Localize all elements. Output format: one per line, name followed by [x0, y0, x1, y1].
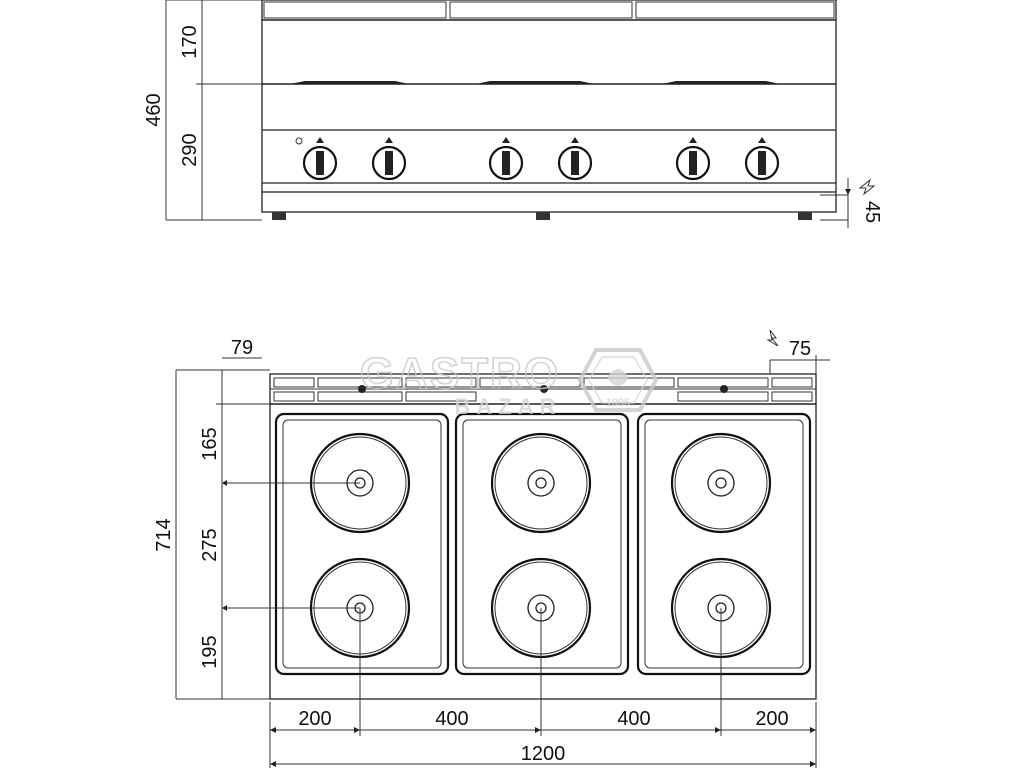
dim-row2-to-back: 195	[199, 635, 221, 668]
dim-lower-height: 290	[179, 133, 201, 166]
dim-center-spacing-a: 400	[435, 708, 468, 730]
hotplate	[670, 432, 772, 534]
dim-total-width: 1200	[521, 743, 566, 765]
dim-right-margin: 200	[755, 708, 788, 730]
front-dimensions: 460 170 290 45	[143, 0, 883, 228]
watermark-line2: BAZAR	[455, 394, 562, 419]
dim-right-offset: 75	[789, 338, 811, 360]
control-knob	[371, 137, 407, 181]
control-knob	[557, 137, 593, 181]
control-knob	[302, 137, 338, 181]
dim-upper-height: 170	[179, 25, 201, 58]
watermark-badge: 1995	[606, 397, 630, 409]
dim-foot-height: 45	[861, 201, 883, 223]
control-knob	[744, 137, 780, 181]
dim-back-panel: 79	[231, 337, 253, 359]
dim-total-height: 460	[143, 93, 165, 126]
hotplate	[490, 432, 592, 534]
dim-center-spacing-b: 400	[617, 708, 650, 730]
water-inlet-icon	[858, 178, 876, 196]
dim-row-spacing: 275	[199, 528, 221, 561]
dim-total-depth: 714	[153, 518, 175, 551]
front-view	[261, 0, 837, 220]
chef-badge-icon: 1995	[577, 348, 659, 412]
knob-row	[302, 137, 780, 181]
dim-front-to-row1: 165	[199, 427, 221, 460]
dim-left-margin: 200	[298, 708, 331, 730]
watermark-line1: GASTRO	[360, 349, 560, 398]
control-knob	[675, 137, 711, 181]
watermark: GASTRO BAZAR 1995	[359, 348, 659, 419]
top-view	[269, 373, 817, 700]
control-knob	[488, 137, 524, 181]
top-dimensions: 714 79 165 275 195 75	[153, 329, 830, 768]
water-inlet-icon	[766, 329, 779, 347]
